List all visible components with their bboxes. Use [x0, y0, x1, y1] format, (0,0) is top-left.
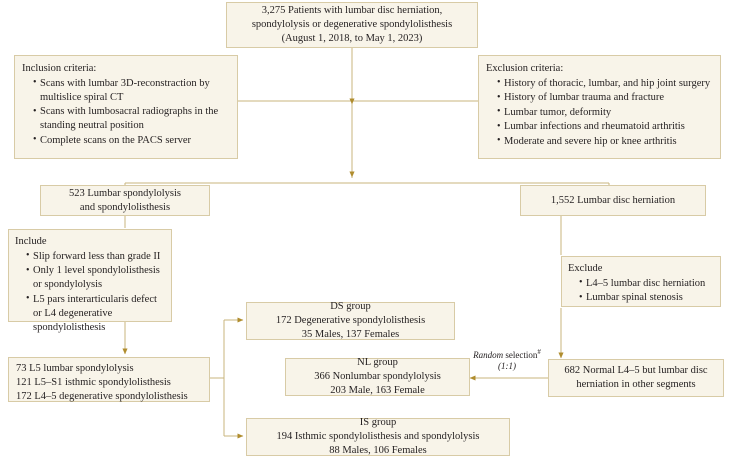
counts-line-1: 73 L5 lumbar spondylolysis: [16, 363, 134, 374]
enrolled-line-1: 3,275 Patients with lumbar disc herniati…: [261, 5, 443, 17]
node-is-group: IS group 194 Isthmic spondylolisthesis a…: [246, 417, 510, 456]
nl-group-line-1: 366 Nonlumbar spondylolysis: [314, 371, 441, 383]
exclusion-item: Moderate and severe hip or knee arthriti…: [497, 134, 715, 149]
node-normal-l45: 682 Normal L4–5 but lumbar disc herniati…: [548, 359, 724, 397]
exclusion-list: History of thoracic, lumbar, and hip joi…: [486, 76, 715, 149]
nl-group-line-2: 203 Male, 163 Female: [330, 384, 425, 396]
normal-line-1: 682 Normal L4–5 but lumbar disc: [564, 365, 708, 377]
node-inclusion-criteria: Inclusion criteria: Scans with lumbar 3D…: [14, 55, 238, 159]
random-ratio: (1:1): [498, 361, 516, 372]
ds-group-line-1: 172 Degenerative spondylolisthesis: [275, 315, 426, 327]
counts-line-3: 172 L4–5 degenerative spondylolisthesis: [16, 390, 188, 402]
include-list: Slip forward less than grade II Only 1 l…: [15, 249, 166, 335]
is-group-title: IS group: [359, 417, 397, 429]
include-item: L5 pars interarticularis defect or L4 de…: [26, 292, 166, 335]
footnote-marker: #: [537, 348, 541, 356]
exclusion-heading: Exclusion criteria:: [486, 63, 564, 74]
selection-word: selection: [503, 350, 538, 360]
inclusion-heading: Inclusion criteria:: [22, 63, 97, 74]
normal-line-2: herniation in other segments: [576, 379, 696, 390]
exclusion-item: Lumbar infections and rheumatoid arthrit…: [497, 120, 715, 134]
exclusion-item: History of lumbar trauma and fracture: [497, 91, 715, 105]
include-heading: Include: [15, 236, 47, 247]
ds-group-line-2: 35 Males, 137 Females: [301, 328, 400, 340]
node-include: Include Slip forward less than grade II …: [8, 229, 172, 333]
node-spondy-counts: 73 L5 lumbar spondylolysis 121 L5–S1 ist…: [8, 357, 210, 402]
exclude2-list: L4–5 lumbar disc herniation Lumbar spina…: [568, 276, 715, 305]
inclusion-item: Complete scans on the PACS server: [33, 133, 231, 148]
exclusion-item: History of thoracic, lumbar, and hip joi…: [497, 76, 715, 91]
inclusion-list: Scans with lumbar 3D-reconstraction by m…: [22, 76, 231, 148]
inclusion-item: Scans with lumbar 3D-reconstraction by m…: [33, 76, 231, 105]
exclusion-item: Lumbar tumor, deformity: [497, 105, 715, 120]
spondy-line-2: and spondylolisthesis: [79, 201, 171, 213]
node-enrolled: 3,275 Patients with lumbar disc herniati…: [226, 2, 478, 48]
random-selection-label: Random selection# (1:1): [466, 348, 548, 373]
inclusion-item: Scans with lumbosacral radiographs in th…: [33, 105, 231, 133]
is-group-line-2: 88 Males, 106 Females: [329, 444, 427, 456]
node-ds-group: DS group 172 Degenerative spondylolisthe…: [246, 301, 455, 340]
node-exclude-secondary: Exclude L4–5 lumbar disc herniation Lumb…: [561, 256, 721, 307]
include-item: Only 1 level spondylolisthesis or spondy…: [26, 264, 166, 292]
exclude2-item: Lumbar spinal stenosis: [579, 291, 715, 305]
exclude2-item: L4–5 lumbar disc herniation: [579, 276, 715, 291]
counts-line-2: 121 L5–S1 isthmic spondylolisthesis: [16, 376, 171, 388]
enrolled-line-3: (August 1, 2018, to May 1, 2023): [281, 32, 423, 44]
nl-group-title: NL group: [357, 357, 398, 369]
random-word: Random: [473, 350, 504, 360]
is-group-line-1: 194 Isthmic spondylolisthesis and spondy…: [276, 431, 480, 443]
spondy-line-1: 523 Lumbar spondylolysis: [69, 187, 181, 199]
ldh-line-1: 1,552 Lumbar disc herniation: [550, 194, 676, 206]
exclude2-heading: Exclude: [568, 263, 603, 274]
ds-group-title: DS group: [330, 301, 371, 313]
node-lumbar-spondylolysis: 523 Lumbar spondylolysis and spondylolis…: [40, 185, 210, 216]
node-nl-group: NL group 366 Nonlumbar spondylolysis 203…: [285, 357, 470, 396]
node-lumbar-disc-herniation: 1,552 Lumbar disc herniation: [520, 185, 706, 216]
node-exclusion-criteria: Exclusion criteria: History of thoracic,…: [478, 55, 721, 159]
include-item: Slip forward less than grade II: [26, 249, 166, 264]
enrolled-line-2: spondylolysis or degenerative spondyloli…: [251, 19, 453, 31]
